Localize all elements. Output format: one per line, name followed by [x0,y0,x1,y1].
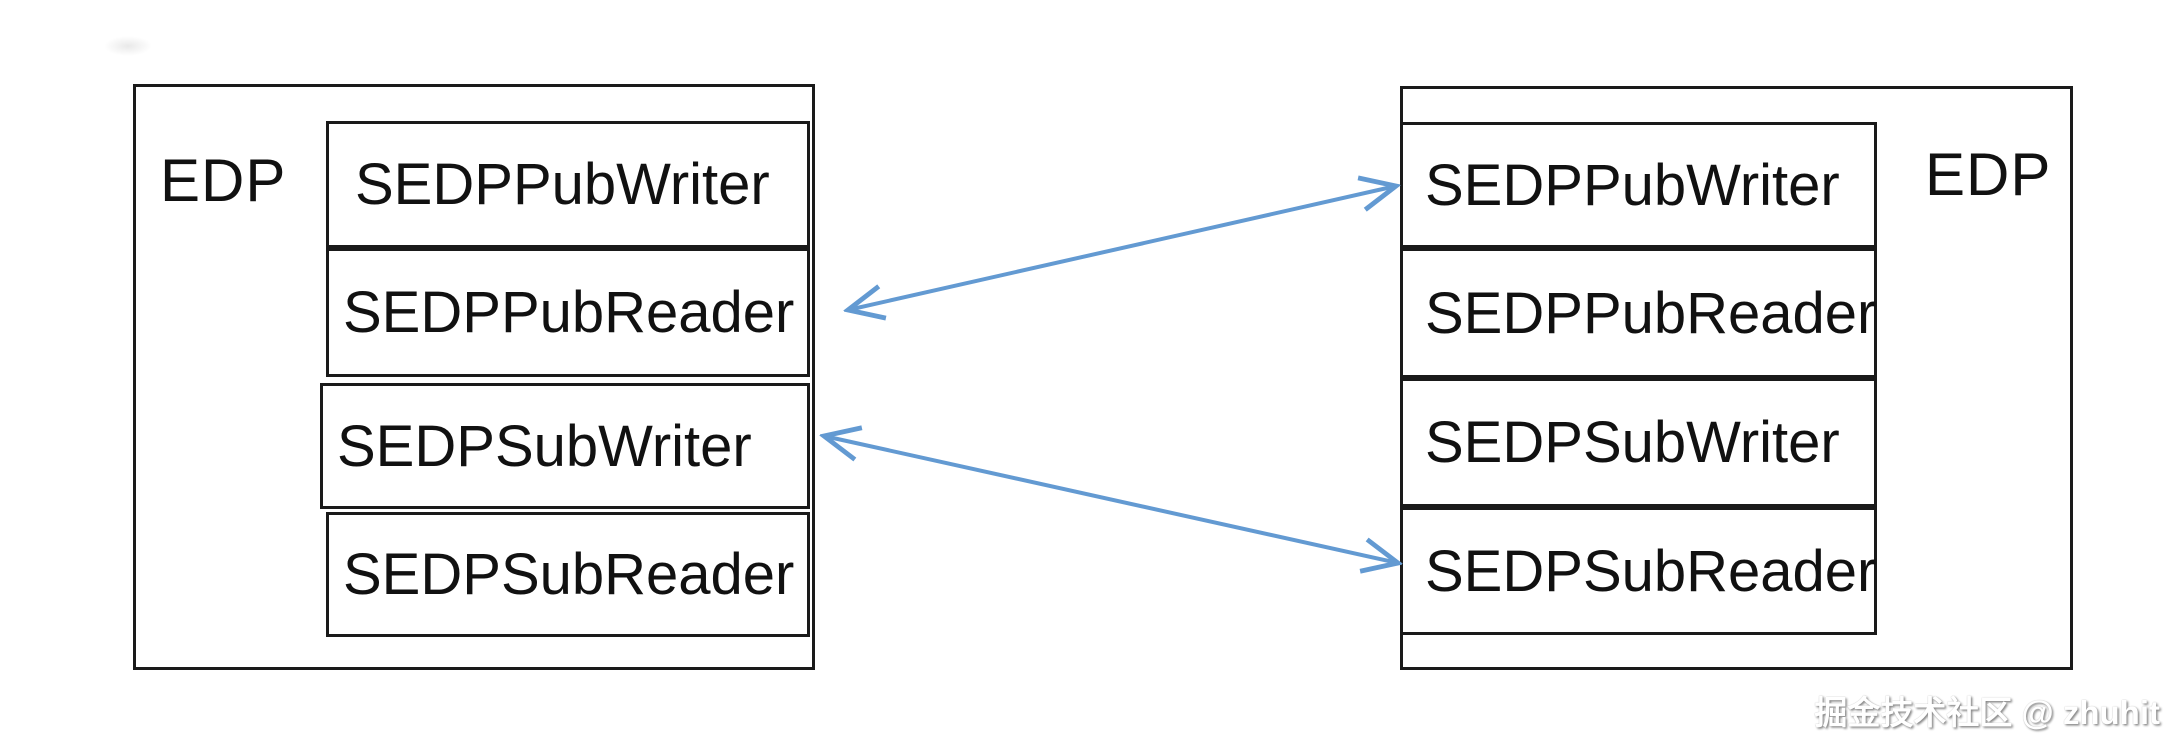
scan-artifact [104,36,152,56]
arrow-pubreader-to-pubwriter [848,186,1396,310]
row-label: SEDPPubWriter [355,152,770,217]
row-label: SEDPSubReader [1425,538,1877,604]
row-label: SEDPSubWriter [337,413,752,479]
row-sedpsubreader-left: SEDPSubReader [326,512,810,637]
row-sedppubwriter-left: SEDPPubWriter [326,121,810,248]
row-sedppubreader-right: SEDPPubReader [1400,248,1877,378]
edp-label-right: EDP [1925,141,2052,208]
arrow-subwriter-to-subreader [824,436,1398,563]
row-label: SEDPPubWriter [1425,152,1840,218]
row-label: SEDPSubWriter [1425,410,1840,475]
watermark-text: 掘金技术社区 @ zhuhit [1814,694,2160,731]
row-label: SEDPSubReader [343,542,795,607]
row-sedpsubwriter-left: SEDPSubWriter [320,383,810,509]
edp-label-left: EDP [160,147,287,214]
row-label: SEDPPubReader [343,280,795,345]
row-sedppubwriter-right: SEDPPubWriter [1400,122,1877,248]
row-sedppubreader-left: SEDPPubReader [326,248,810,377]
row-sedpsubwriter-right: SEDPSubWriter [1400,378,1877,507]
row-sedpsubreader-right: SEDPSubReader [1400,507,1877,635]
row-label: SEDPPubReader [1425,280,1877,346]
edp-box-left [133,84,815,670]
